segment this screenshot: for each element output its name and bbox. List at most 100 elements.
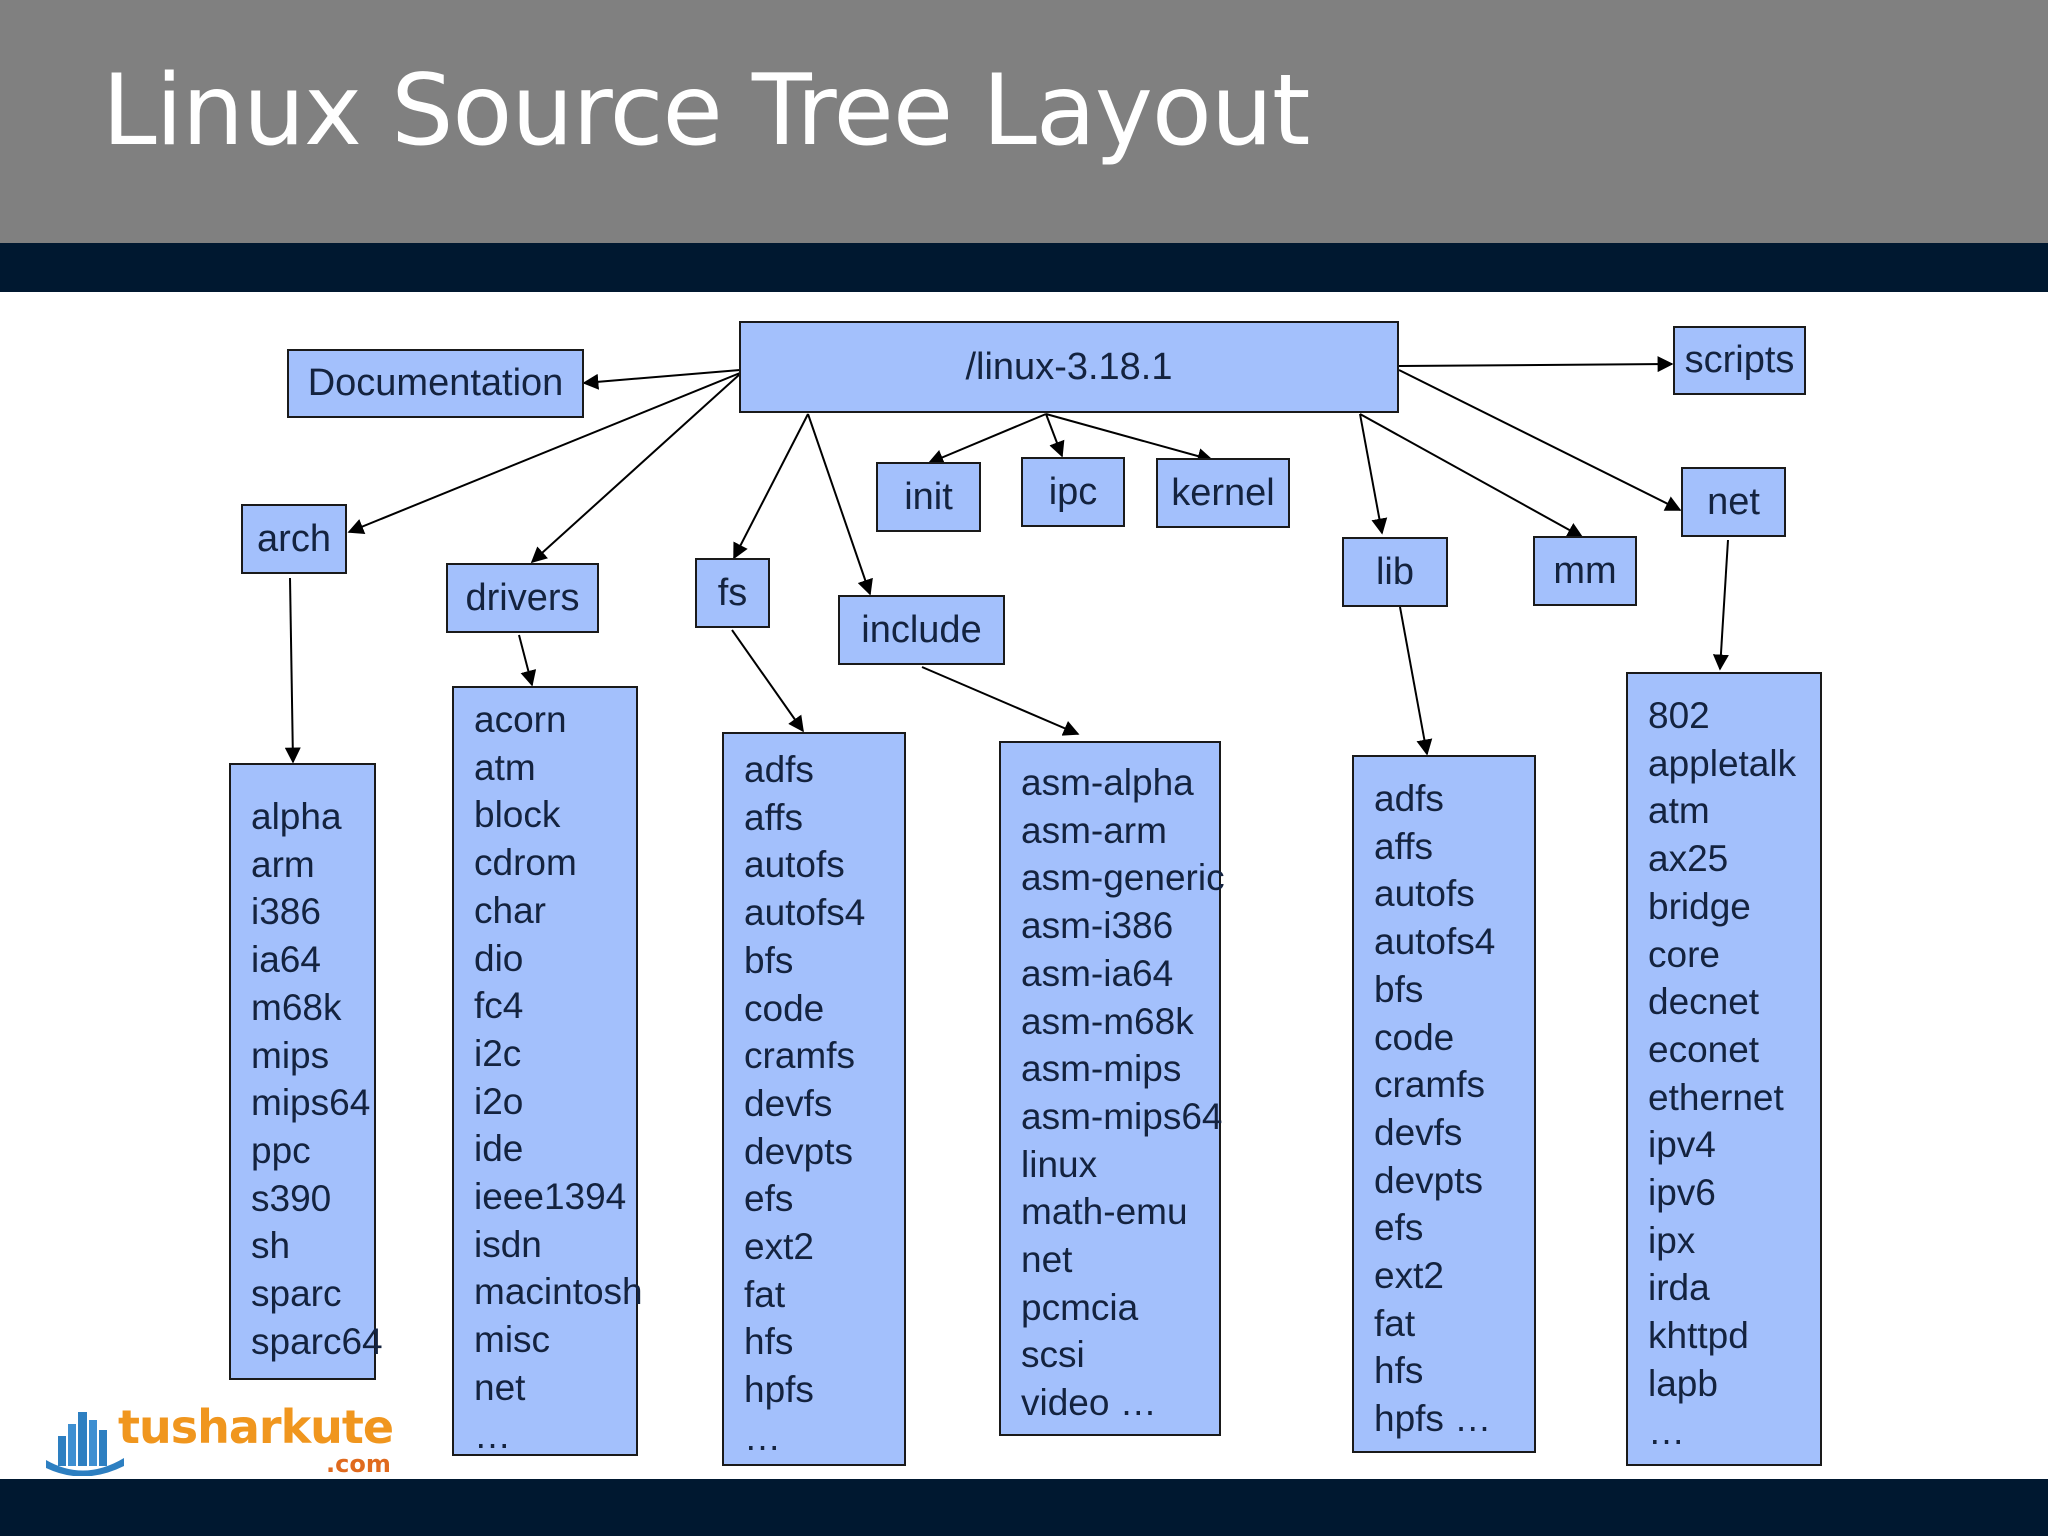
node-kernel: kernel: [1156, 458, 1290, 528]
edge-net-list: [1712, 539, 1729, 671]
list-item: ieee1394: [474, 1176, 627, 1218]
list-item: ide: [474, 1128, 524, 1170]
list-item: bridge: [1648, 885, 1751, 927]
list-item: khttpd: [1648, 1315, 1749, 1357]
list-item: ipx: [1648, 1219, 1696, 1261]
list-item: mips64: [251, 1082, 371, 1124]
list-item: hfs: [744, 1321, 794, 1363]
list-item: acorn: [474, 699, 567, 740]
list-item: net: [474, 1366, 526, 1408]
logo-brand-text: tusharkute: [118, 1400, 394, 1454]
list-item: devfs: [1374, 1111, 1463, 1153]
list-item: adfs: [1374, 778, 1444, 819]
list-item: ipv4: [1648, 1124, 1716, 1166]
list-item: asm-alpha: [1021, 762, 1194, 803]
list-item: macintosh: [474, 1271, 643, 1313]
list-item: code: [1374, 1016, 1455, 1058]
list-item: alpha: [251, 796, 342, 837]
list-item: linux: [1021, 1143, 1098, 1185]
list-item: bfs: [1374, 968, 1424, 1010]
edge-root-fs: [733, 413, 809, 560]
edge-root-mm: [1359, 413, 1584, 538]
list-item: misc: [474, 1319, 551, 1361]
edge-include-list: [921, 666, 1080, 736]
list-item: dio: [474, 937, 524, 979]
slide-header: Linux Source Tree Layout: [0, 0, 2048, 243]
list-item: core: [1648, 933, 1720, 975]
edge-root-arch: [347, 372, 741, 534]
node-fs: fs: [695, 558, 770, 628]
list-item: asm-m68k: [1021, 1000, 1194, 1042]
list-item: cramfs: [744, 1035, 855, 1077]
node-documentation: Documentation: [287, 349, 584, 418]
list-item: bfs: [744, 939, 794, 981]
list-item: asm-generic: [1021, 857, 1225, 899]
node-lib: lib: [1342, 537, 1448, 607]
list-item: ext2: [744, 1226, 814, 1268]
list-item: math-emu: [1021, 1191, 1188, 1233]
list-item: char: [474, 889, 546, 931]
list-item: arm: [251, 843, 315, 885]
node-ipc: ipc: [1021, 457, 1125, 527]
list-item: …: [474, 1414, 511, 1456]
list-item: pcmcia: [1021, 1286, 1139, 1328]
footer-bar: [0, 1479, 2048, 1536]
list-item: lapb: [1648, 1362, 1718, 1404]
list-item: s390: [251, 1177, 332, 1219]
edge-root-kernel: [1045, 413, 1214, 464]
list-item: affs: [1374, 825, 1433, 867]
node-scripts: scripts: [1673, 326, 1806, 395]
list-item: i2o: [474, 1080, 524, 1122]
list-item: isdn: [474, 1223, 542, 1265]
list-item: asm-i386: [1021, 905, 1174, 947]
slide-title: Linux Source Tree Layout: [102, 54, 1310, 168]
edge-root-net: [1398, 369, 1682, 511]
list-item: mips: [251, 1034, 330, 1076]
list-item: atm: [474, 746, 536, 788]
list-item: sparc: [251, 1273, 342, 1315]
list-item: cramfs: [1374, 1064, 1485, 1106]
list-item: m68k: [251, 986, 342, 1028]
list-item: video …: [1021, 1382, 1157, 1424]
list-item: econet: [1648, 1028, 1760, 1070]
list-item: affs: [744, 796, 803, 838]
list-item: devpts: [744, 1130, 854, 1172]
node-include: include: [838, 595, 1005, 665]
list-item: devpts: [1374, 1159, 1484, 1201]
list-item: net: [1021, 1239, 1073, 1281]
list-item: asm-mips64: [1021, 1095, 1223, 1137]
list-include: asm-alpha asm-arm asm-generic asm-i386 asm-i…: [999, 741, 1225, 1436]
list-item: fc4: [474, 985, 524, 1027]
list-item: ax25: [1648, 838, 1729, 880]
list-item: asm-mips: [1021, 1048, 1182, 1090]
list-item: autofs4: [1374, 921, 1496, 963]
list-item: irda: [1648, 1267, 1710, 1309]
list-item: asm-arm: [1021, 809, 1167, 851]
list-item: ethernet: [1648, 1076, 1784, 1118]
logo-suffix-text: .com: [326, 1450, 391, 1478]
edge-root-drivers: [530, 373, 741, 564]
list-item: ipv6: [1648, 1172, 1716, 1214]
edge-root-scripts: [1398, 356, 1674, 373]
list-item: appletalk: [1648, 742, 1797, 784]
list-item: asm-ia64: [1021, 952, 1174, 994]
node-root: /linux-3.18.1: [739, 321, 1399, 413]
list-item: autofs: [1374, 873, 1475, 915]
edge-arch-list: [284, 577, 301, 764]
edge-drivers-list: [518, 634, 537, 687]
list-item: code: [744, 987, 825, 1029]
list-item: decnet: [1648, 981, 1760, 1023]
logo-books-icon: [46, 1412, 124, 1476]
list-item: hpfs: [744, 1369, 814, 1411]
list-item: ppc: [251, 1129, 311, 1171]
list-item: sh: [251, 1225, 291, 1267]
list-item: fat: [1374, 1302, 1416, 1344]
edge-lib-list: [1399, 606, 1433, 756]
node-drivers: drivers: [446, 563, 599, 633]
list-lib: adfs affs autofs autofs4 bfs code cramfs devfs d…: [1352, 755, 1536, 1453]
edge-root-lib: [1359, 413, 1388, 535]
